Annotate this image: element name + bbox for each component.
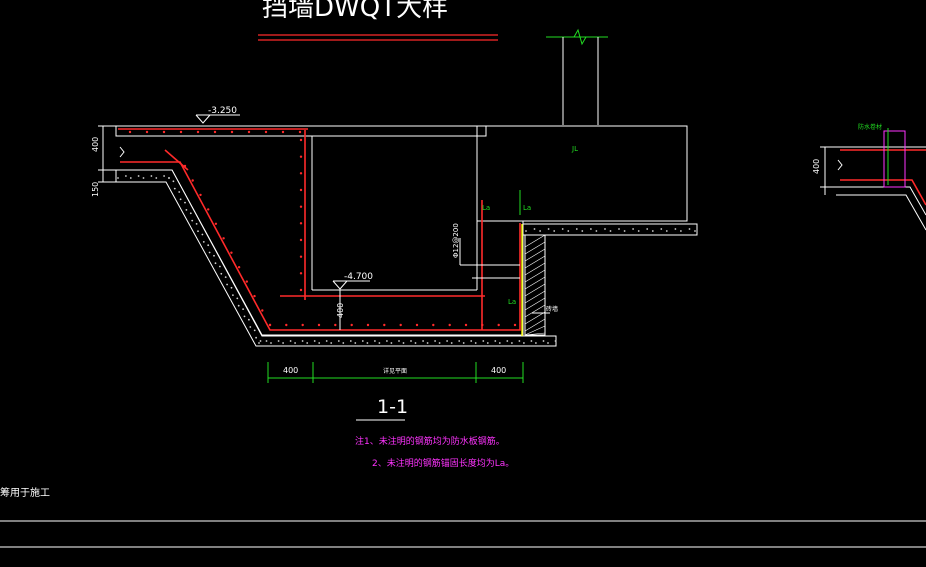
elevation-bottom-marker: -4.700 xyxy=(332,272,373,330)
drawing-title: 挡墙DWQT大样 xyxy=(262,0,448,23)
beam-label: JL xyxy=(571,145,578,153)
right-partial-detail: 400 防水卷材 xyxy=(812,123,926,231)
rebar-note: Φ12@200 xyxy=(452,223,460,258)
rebar-note-leader xyxy=(459,238,520,279)
left-dimension: 400 150 xyxy=(91,125,125,197)
bottom-dimension: 400 详见平面 400 xyxy=(267,362,524,383)
dim-bottom-right: 400 xyxy=(491,366,506,375)
elevation-top-text: -3.250 xyxy=(208,106,237,116)
note-2: 2、未注明的钢筋锚固长度均为La。 xyxy=(372,457,514,469)
dim-inner-height: 400 xyxy=(336,303,345,318)
dim-left-top: 400 xyxy=(91,137,100,152)
bottom-left-label: 筹用于施工 xyxy=(0,486,50,499)
lap-label-2: La xyxy=(523,204,531,212)
concrete-cushion xyxy=(115,169,698,347)
title-underline xyxy=(258,34,498,41)
elevation-top-marker: -3.250 xyxy=(195,106,240,124)
column-above xyxy=(546,28,608,125)
wall-label: 砖墙 xyxy=(546,305,558,313)
dim-right-top: 400 xyxy=(812,159,821,174)
concrete-dots xyxy=(117,175,696,344)
note-1: 注1、未注明的钢筋均为防水板钢筋。 xyxy=(355,435,505,447)
lap-label-3: La xyxy=(508,298,516,306)
rebar-dots xyxy=(128,130,517,327)
brick-wall xyxy=(524,234,546,336)
lap-label-1: La xyxy=(482,204,490,212)
dim-bottom-middle: 详见平面 xyxy=(383,367,407,375)
dim-left-lower: 150 xyxy=(91,182,100,197)
right-tag: 防水卷材 xyxy=(858,123,882,131)
section-label: 1-1 xyxy=(377,396,408,418)
dim-bottom-left: 400 xyxy=(283,366,298,375)
elevation-bottom-text: -4.700 xyxy=(344,272,373,282)
